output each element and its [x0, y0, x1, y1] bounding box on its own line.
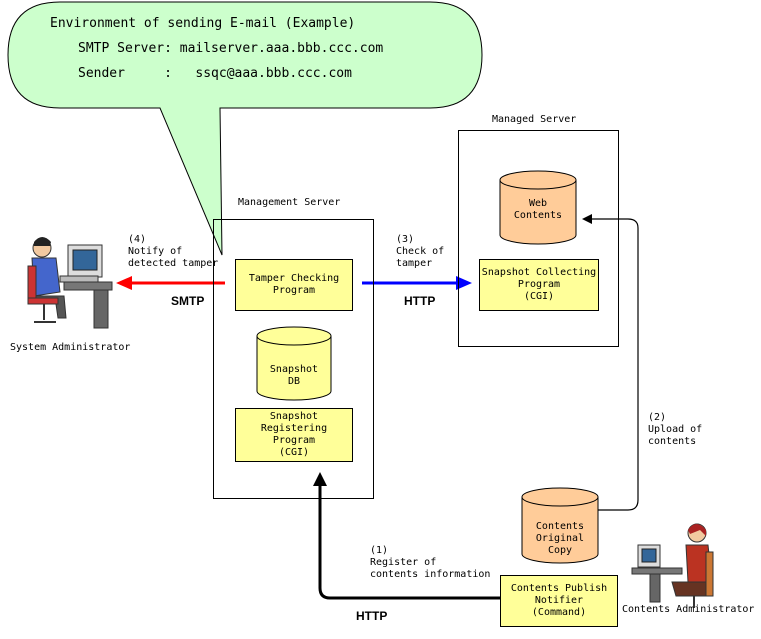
snapshot-db-line-1: Snapshot — [269, 364, 319, 375]
step2-line-2: Upload of — [648, 424, 703, 435]
snapshot-registering-line-1: Snapshot Registering — [260, 411, 328, 434]
snapshot-db-cylinder — [256, 326, 332, 401]
snapshot-db-label: Snapshot DB — [257, 364, 331, 388]
notifier-line-2: Notifier — [534, 595, 584, 606]
notifier-line-3: (Command) — [531, 607, 587, 618]
web-contents-line-2: Contents — [513, 210, 563, 221]
http-register-label: HTTP — [356, 609, 388, 623]
original-copy-line-1: Contents — [535, 521, 585, 532]
smtp-arrowhead — [116, 276, 132, 290]
step3-line-1: (3) — [396, 234, 415, 245]
snapshot-collecting-program: Snapshot Collecting Program (CGI) — [479, 259, 599, 311]
http-check-label: HTTP — [404, 294, 436, 308]
web-contents-cylinder — [499, 170, 577, 245]
bubble-smtp-server: SMTP Server: mailserver.aaa.bbb.ccc.com — [78, 41, 384, 56]
managed-server-frame — [458, 130, 619, 347]
contents-original-copy-label: Contents Original Copy — [522, 521, 598, 557]
step3-line-2: Check of — [396, 246, 445, 257]
register-connector — [318, 485, 500, 600]
step2-label: (2) Upload of contents — [648, 412, 702, 448]
tamper-checking-program: Tamper Checking Program — [235, 259, 353, 311]
snapshot-registering-program: Snapshot Registering Program (CGI) — [235, 408, 353, 462]
step1-label: (1) Register of contents information — [370, 545, 490, 581]
contents-original-copy-cylinder — [521, 487, 599, 564]
contents-publish-notifier: Contents Publish Notifier (Command) — [500, 575, 618, 627]
management-server-frame — [213, 219, 374, 499]
tamper-checking-line-2: Program — [272, 285, 316, 296]
bubble-sender: Sender : ssqc@aaa.bbb.ccc.com — [78, 66, 352, 81]
system-administrator-figure — [27, 237, 113, 329]
http-check-arrowhead — [456, 276, 472, 290]
snapshot-collecting-line-3: (CGI) — [523, 291, 555, 302]
step4-line-1: (4) — [128, 234, 147, 245]
smtp-label: SMTP — [171, 294, 205, 308]
snapshot-collecting-line-2: Program — [517, 279, 561, 290]
speech-bubble — [7, 1, 483, 256]
bubble-title: Environment of sending E-mail (Example) — [50, 16, 356, 31]
step3-label: (3) Check of tamper — [396, 234, 444, 270]
snapshot-db-line-2: DB — [287, 376, 301, 387]
step1-line-2: Register of — [370, 557, 437, 568]
step4-line-2: Notify of — [128, 246, 183, 257]
snapshot-registering-line-2: Program — [272, 435, 316, 446]
original-copy-line-2: Original — [535, 533, 585, 544]
snapshot-collecting-line-1: Snapshot Collecting — [481, 267, 597, 278]
step1-line-3: contents information — [370, 569, 491, 580]
step2-line-3: contents — [648, 436, 697, 447]
step4-label: (4) Notify of detected tamper — [128, 234, 218, 270]
tamper-checking-line-1: Tamper Checking — [248, 273, 340, 284]
management-server-title: Management Server — [238, 197, 341, 208]
system-administrator-label: System Administrator — [10, 342, 131, 353]
step2-line-1: (2) — [648, 412, 667, 423]
step3-line-3: tamper — [396, 258, 433, 269]
snapshot-registering-line-3: (CGI) — [278, 447, 310, 458]
register-arrowhead — [313, 472, 327, 486]
step1-line-1: (1) — [370, 545, 389, 556]
web-contents-label: Web Contents — [500, 198, 576, 222]
managed-server-title: Managed Server — [492, 114, 577, 125]
contents-administrator-label: Contents Administrator — [622, 604, 755, 615]
step4-line-3: detected tamper — [128, 258, 219, 269]
contents-administrator-figure — [631, 523, 714, 608]
upload-arrowhead — [582, 214, 592, 224]
upload-connector — [590, 218, 639, 511]
web-contents-line-1: Web — [528, 198, 548, 209]
original-copy-line-3: Copy — [547, 545, 573, 556]
notifier-line-1: Contents Publish — [510, 583, 608, 594]
